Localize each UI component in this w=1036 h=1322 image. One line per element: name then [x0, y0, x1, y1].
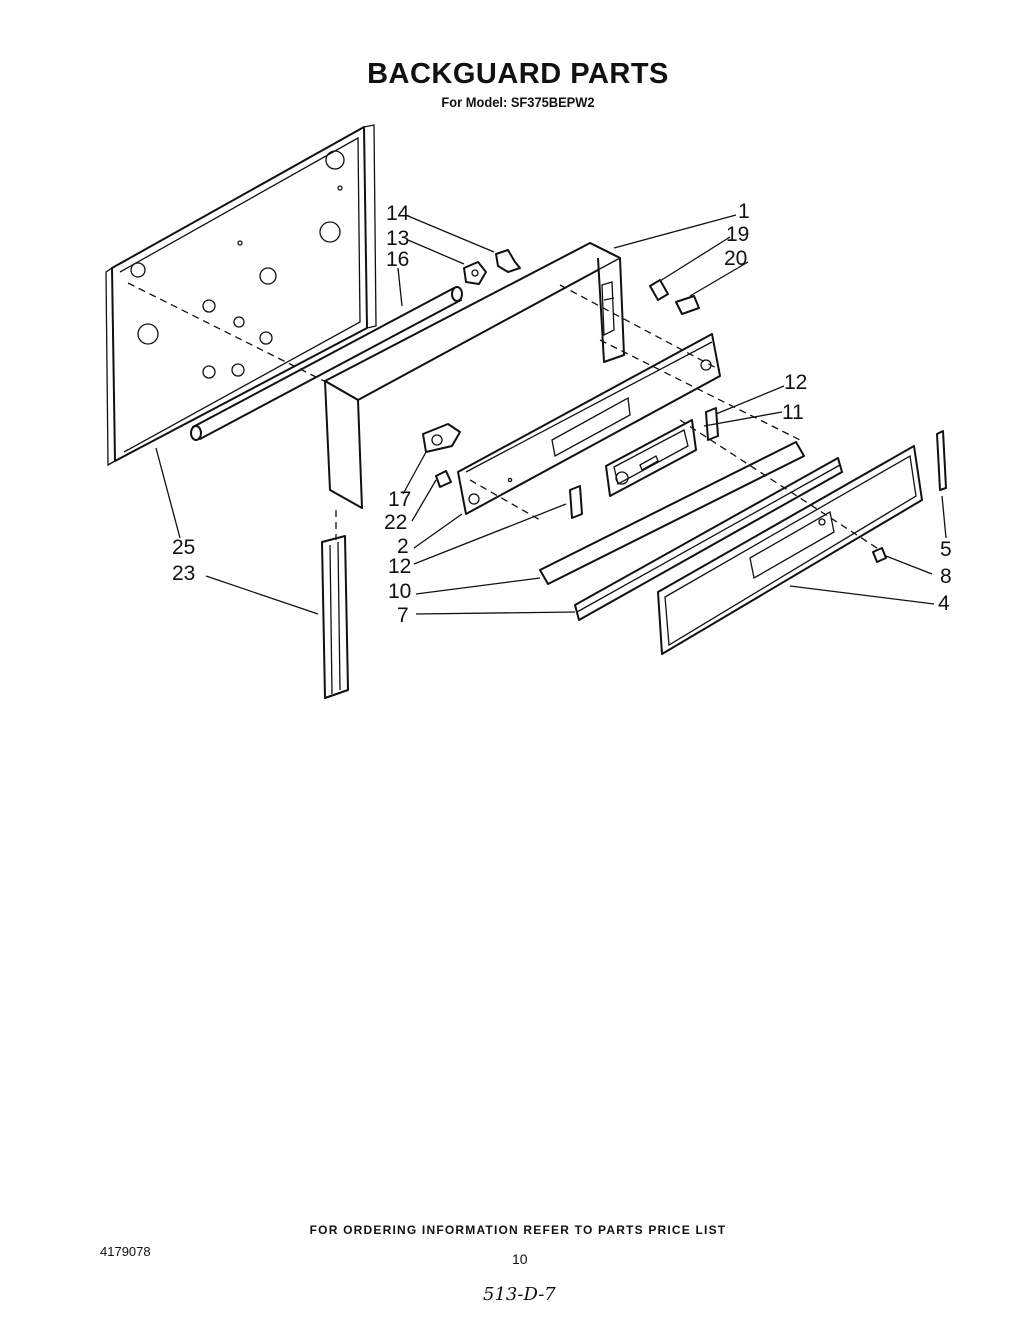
- ordering-note: FOR ORDERING INFORMATION REFER TO PARTS …: [309, 1223, 727, 1237]
- callout-4: 4: [938, 592, 950, 615]
- document-number: 4179078: [100, 1244, 151, 1259]
- part-1-backguard-housing: [324, 242, 625, 509]
- callout-5: 5: [940, 538, 952, 561]
- part-22-knob: [435, 470, 452, 488]
- part-13-socket: [463, 261, 487, 285]
- callout-10: 10: [388, 580, 411, 603]
- callout-12-lower: 12: [388, 555, 411, 578]
- leader-lines: [155, 214, 947, 615]
- handwritten-note: 513-D-7: [483, 1284, 556, 1305]
- part-11-control-module: [605, 419, 697, 497]
- callout-7: 7: [397, 604, 409, 627]
- part-23-side-trim: [321, 535, 349, 699]
- callout-11: 11: [782, 401, 804, 424]
- part-19-indicator-lamp: [649, 279, 669, 301]
- page-number: 10: [512, 1251, 528, 1267]
- part-5-end-trim: [936, 430, 947, 491]
- callout-17: 17: [388, 488, 411, 511]
- alignment-lines: [127, 282, 881, 551]
- part-12-spacer-lower: [569, 485, 583, 519]
- callout-20: 20: [724, 247, 747, 270]
- callout-16: 16: [386, 248, 409, 271]
- part-2-control-bracket: [457, 333, 721, 515]
- part-20-switch: [675, 295, 700, 315]
- part-25-rear-panel: [105, 124, 377, 467]
- part-8-knob: [872, 547, 887, 563]
- callout-14: 14: [386, 202, 410, 225]
- part-16-light-tube: [190, 286, 463, 441]
- part-7-trim-channel: [574, 457, 843, 621]
- part-14-bracket: [495, 249, 521, 273]
- part-17-clip: [422, 423, 461, 453]
- model-subtitle: For Model: SF375BEPW2: [441, 94, 595, 110]
- callout-12-upper: 12: [784, 371, 807, 394]
- callout-1: 1: [738, 200, 750, 223]
- callout-13: 13: [386, 227, 409, 250]
- callout-22: 22: [384, 511, 407, 534]
- callout-19: 19: [726, 223, 749, 246]
- part-4-glass-panel: [657, 445, 923, 655]
- page-title: BACKGUARD PARTS: [367, 58, 669, 90]
- callout-8: 8: [940, 565, 952, 588]
- callout-23: 23: [172, 562, 195, 585]
- callout-2: 2: [397, 535, 409, 558]
- part-10-panel-support: [539, 441, 805, 585]
- callout-25: 25: [172, 536, 195, 559]
